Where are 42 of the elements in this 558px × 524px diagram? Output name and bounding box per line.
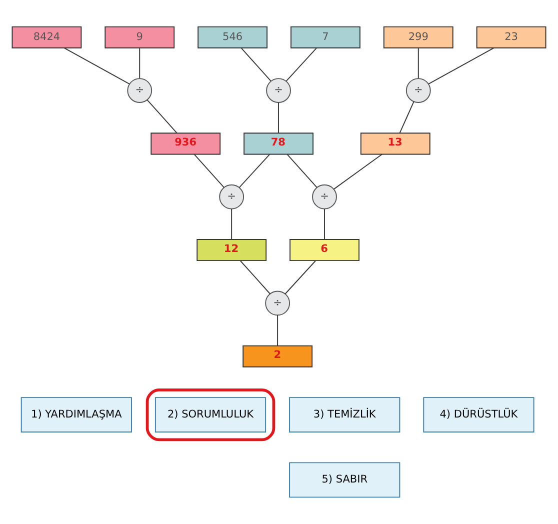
connector — [324, 208, 325, 240]
node-box: 8424 — [12, 26, 82, 48]
node-circle: ÷ — [406, 78, 431, 103]
connector — [240, 48, 272, 82]
node-box: 78 — [244, 132, 314, 155]
node-box: 13 — [360, 132, 430, 155]
connector — [286, 154, 318, 188]
node-box: 4) DÜRÜSTLÜK — [423, 397, 534, 432]
node-box: 546 — [198, 26, 268, 48]
connector — [286, 48, 317, 82]
connector — [64, 47, 130, 84]
node-circle: ÷ — [312, 184, 337, 210]
connector — [231, 208, 232, 240]
connector — [334, 154, 383, 190]
node-box: 3) TEMİZLİK — [289, 397, 400, 432]
connector — [277, 314, 278, 346]
connector — [146, 99, 178, 134]
connector — [240, 260, 270, 294]
connector — [194, 154, 224, 188]
node-circle: ÷ — [127, 78, 152, 103]
connector — [428, 47, 494, 84]
node-box: 12 — [196, 239, 267, 262]
connector — [278, 102, 279, 134]
connector — [139, 48, 140, 79]
node-box: 2) SORUMLULUK — [154, 397, 266, 432]
node-box: 936 — [150, 132, 221, 155]
node-box: 7 — [290, 26, 360, 48]
node-circle: ÷ — [265, 290, 290, 316]
node-box: 5) SABIR — [289, 462, 400, 498]
node-box: 1) YARDIMLAŞMA — [20, 397, 132, 432]
node-box: 23 — [476, 26, 546, 48]
connector — [399, 101, 414, 134]
node-box: 9 — [104, 26, 175, 48]
node-circle: ÷ — [219, 184, 244, 210]
connector — [238, 154, 270, 188]
connector — [418, 48, 419, 79]
node-box: 299 — [383, 26, 454, 48]
node-box: 2 — [242, 345, 313, 368]
cluster — [146, 388, 276, 442]
node-box: 6 — [290, 239, 360, 262]
node-circle: ÷ — [266, 78, 291, 103]
connector — [284, 260, 316, 294]
